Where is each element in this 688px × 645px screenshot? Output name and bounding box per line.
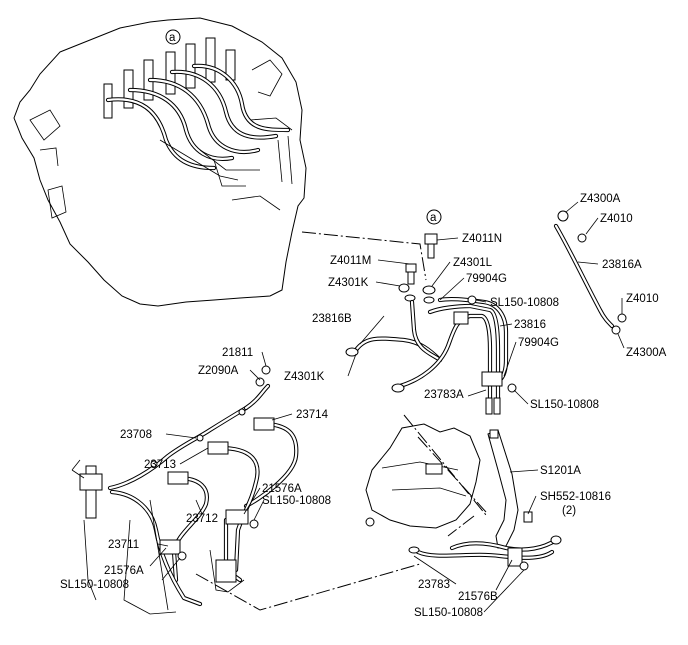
injector-left bbox=[85, 465, 97, 519]
label-21576b: 21576B bbox=[458, 591, 498, 603]
injection-pipe-group-right: a bbox=[345, 209, 627, 415]
label-21811: 21811 bbox=[222, 347, 253, 359]
label-sl150-10808-mid: SL150-10808 bbox=[530, 399, 599, 411]
nut-z4300a-bot bbox=[611, 325, 621, 335]
label-sl150-10808-left: SL150-10808 bbox=[262, 495, 331, 507]
label-23783: 23783 bbox=[418, 579, 450, 591]
callout-a-top bbox=[165, 29, 181, 45]
washer-z4301l bbox=[422, 285, 436, 295]
label-23783a: 23783A bbox=[424, 389, 464, 401]
label-z4010-top: Z4010 bbox=[600, 213, 633, 225]
label-qty-2: (2) bbox=[562, 505, 576, 517]
label-79904g-top: 79904G bbox=[466, 273, 507, 285]
label-z4301l: Z4301L bbox=[453, 257, 493, 269]
bolt-z4010-top bbox=[577, 233, 587, 243]
bolt-21811 bbox=[261, 365, 271, 375]
label-z4010-bot: Z4010 bbox=[626, 293, 659, 305]
nut-sl150-top bbox=[467, 295, 477, 305]
bolt-z4010-bot bbox=[617, 313, 627, 323]
nut-sl150-bottom bbox=[519, 561, 529, 571]
clamp-21576a-bot bbox=[159, 539, 181, 555]
pump-bracket-assembly bbox=[365, 423, 562, 571]
label-sl150-10808-bottom: SL150-10808 bbox=[414, 607, 483, 619]
nut-sl150-left bbox=[249, 519, 259, 529]
label-z4301k-mid: Z4301K bbox=[284, 371, 325, 383]
label-sl150-10808-top: SL150-10808 bbox=[490, 297, 559, 309]
injector-row bbox=[103, 37, 236, 119]
label-79904g-mid: 79904G bbox=[518, 337, 559, 349]
label-z4011n: Z4011N bbox=[462, 233, 502, 245]
pipe-bundle bbox=[105, 63, 293, 187]
label-23714: 23714 bbox=[296, 409, 329, 421]
part-labels: Z4011N Z4011M Z4301L Z4301K 79904G SL150… bbox=[60, 193, 667, 619]
label-sl150-10808-bot-left: SL150-10808 bbox=[60, 579, 129, 591]
label-23713: 23713 bbox=[144, 459, 176, 471]
label-s1201a: S1201A bbox=[540, 465, 581, 477]
bracket-s1201a bbox=[487, 429, 519, 549]
bolt-z4011n bbox=[424, 233, 438, 245]
bolt-sh552-10816 bbox=[523, 511, 533, 523]
callout-a-mid-label: a bbox=[430, 212, 437, 224]
label-23711: 23711 bbox=[108, 539, 139, 551]
connector-lines bbox=[195, 231, 487, 611]
label-23712: 23712 bbox=[186, 513, 218, 525]
label-23816a: 23816A bbox=[602, 259, 642, 271]
callout-a-top-label: a bbox=[169, 32, 176, 44]
clamp-79904g-mid bbox=[481, 371, 503, 387]
clamp-79904g-top bbox=[453, 311, 469, 325]
label-23708: 23708 bbox=[120, 429, 152, 441]
washer-z4301k-top bbox=[398, 283, 410, 293]
label-23816: 23816 bbox=[514, 319, 546, 331]
label-sh552-10816: SH552-10816 bbox=[540, 491, 611, 503]
label-z4011m: Z4011M bbox=[330, 255, 371, 267]
nozzle-23712 bbox=[167, 471, 189, 485]
label-21576a-bot: 21576A bbox=[104, 565, 144, 577]
clamp-21576a-top bbox=[225, 509, 249, 525]
label-z4300a-top: Z4300A bbox=[580, 193, 621, 205]
label-z2090a: Z2090A bbox=[198, 365, 239, 377]
injection-pipe-group-left bbox=[71, 365, 299, 615]
nozzle-23713 bbox=[207, 441, 229, 455]
nozzle-23714 bbox=[253, 417, 275, 431]
callout-a-mid bbox=[426, 209, 442, 225]
label-21576a-top: 21576A bbox=[262, 483, 302, 495]
label-z4301k-top: Z4301K bbox=[328, 277, 369, 289]
leader-lines bbox=[149, 201, 625, 613]
nut-z4300a-top bbox=[557, 210, 569, 222]
bolt-z4011m bbox=[405, 263, 417, 273]
label-z4300a-bot: Z4300A bbox=[626, 347, 667, 359]
engine-overview: a bbox=[13, 17, 307, 307]
label-23816b: 23816B bbox=[312, 313, 352, 325]
